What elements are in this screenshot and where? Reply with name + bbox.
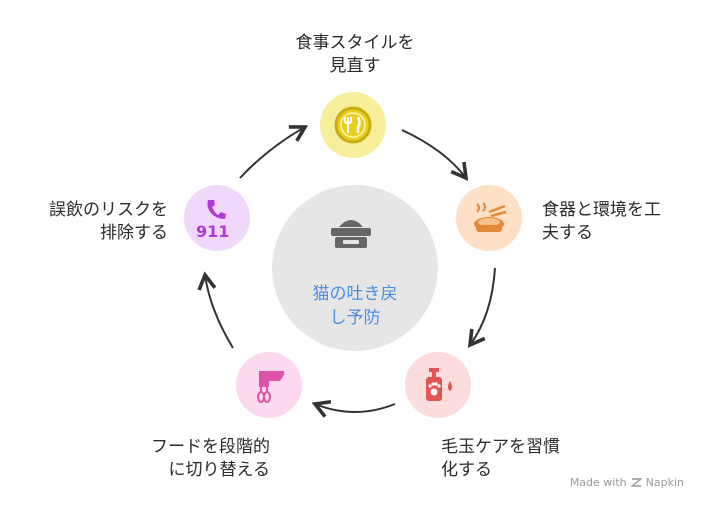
label-hairball: 毛玉ケアを習慣 化する xyxy=(441,437,560,480)
node-bowl xyxy=(456,185,522,251)
food-bowl-icon xyxy=(331,220,371,248)
pump-bottle-icon xyxy=(426,368,452,401)
center-title: 猫の吐き戻 し予防 xyxy=(312,284,398,328)
arrow-accident-to-diet xyxy=(239,125,309,179)
label-bowl: 食器と環境を工 夫する xyxy=(542,200,661,243)
bowl-icon xyxy=(474,202,507,232)
arrow-food-to-accident xyxy=(197,271,234,349)
napkin-logo-icon xyxy=(630,478,642,487)
label-diet: 食事スタイルを 見直す xyxy=(295,33,415,76)
emergency-phone-icon: 911 xyxy=(196,200,229,239)
hand-mixer-icon xyxy=(257,371,285,403)
credit-text: Made with xyxy=(569,476,627,489)
arrow-diet-to-bowl xyxy=(401,129,469,181)
label-food: フードを段階的 に切り替える xyxy=(151,437,270,480)
node-food xyxy=(236,352,302,418)
arrow-hairball-to-food xyxy=(311,399,396,418)
arrow-bowl-to-hairball xyxy=(467,267,496,348)
center-node xyxy=(272,185,438,351)
credit-brand: Napkin xyxy=(645,476,684,489)
node-diet xyxy=(320,92,386,158)
node-hairball xyxy=(405,352,471,418)
emergency-number: 911 xyxy=(196,222,229,239)
napkin-credit: Made with Napkin xyxy=(570,476,684,489)
clock-utensils-icon xyxy=(334,106,372,144)
label-accident: 誤飲のリスクを 排除する xyxy=(49,200,168,243)
node-accident: 911 xyxy=(184,185,250,251)
